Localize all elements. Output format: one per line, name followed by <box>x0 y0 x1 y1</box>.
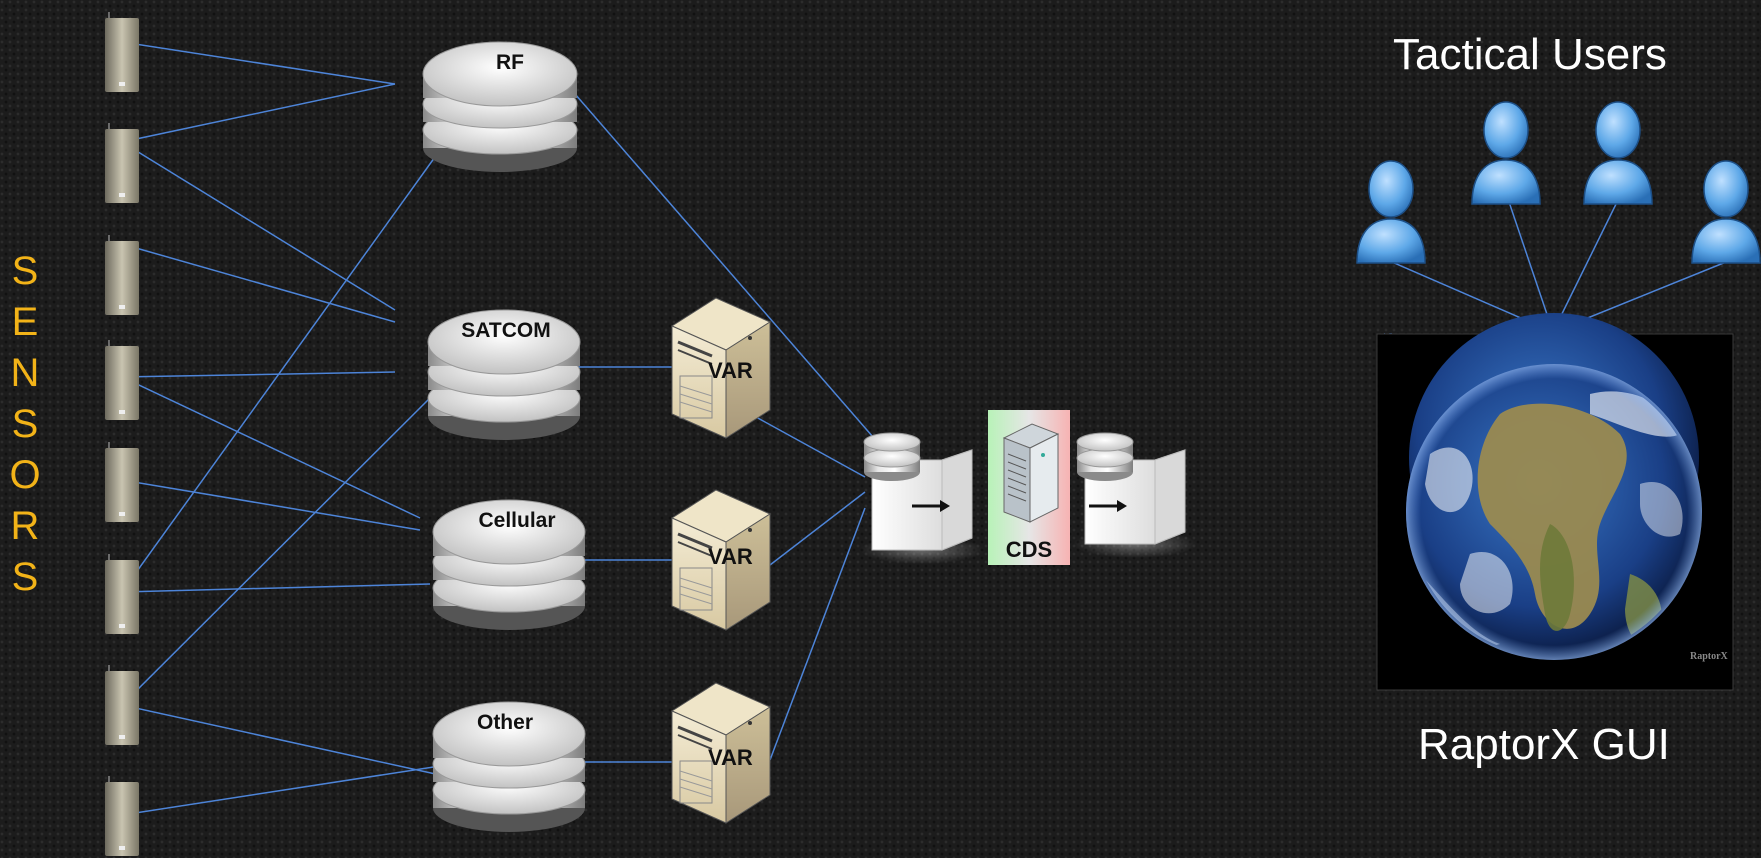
link-line <box>769 491 866 566</box>
link-line <box>121 479 421 531</box>
sensors-letter: N <box>10 351 40 395</box>
sensor-device <box>105 554 139 634</box>
user-icon <box>1691 160 1761 264</box>
user-to-gui-links <box>1391 195 1727 333</box>
link-line <box>121 243 396 323</box>
connection-lines <box>121 41 1393 816</box>
raptorx-gui-panel: RaptorX <box>1376 313 1734 691</box>
hub-label: Cellular <box>478 509 555 532</box>
user-icon <box>1471 101 1541 205</box>
var-server: VAR <box>670 489 772 631</box>
link-line <box>755 416 866 478</box>
globe-watermark: RaptorX <box>1690 651 1729 662</box>
sensors-letter: S <box>11 555 39 599</box>
var-server: VAR <box>670 297 772 439</box>
cds-label: CDS <box>1006 537 1052 562</box>
raptorx-gui-label: RaptorX GUI <box>1418 720 1670 769</box>
sensor-device <box>105 442 139 522</box>
sensors-letter: S <box>11 249 39 293</box>
link-line <box>769 507 866 761</box>
cds-guard: CDS <box>988 410 1070 565</box>
link-line <box>121 376 421 519</box>
var-label: VAR <box>708 544 753 569</box>
sensors-letter: O <box>9 453 41 497</box>
sensor-device <box>105 12 139 92</box>
link-line <box>574 93 874 438</box>
hub-label: RF <box>496 51 524 74</box>
link-line <box>121 41 396 85</box>
sensor-device <box>105 665 139 745</box>
arrow-right-icon <box>1089 500 1127 512</box>
var-label: VAR <box>708 745 753 770</box>
ingest-server <box>860 432 984 564</box>
user-icon <box>1356 160 1426 264</box>
sensor-device <box>105 776 139 856</box>
hub-label: SATCOM <box>461 319 550 342</box>
sensor-device <box>105 123 139 203</box>
sensors-letter: R <box>10 504 40 548</box>
var-label: VAR <box>708 358 753 383</box>
link-line <box>121 583 431 593</box>
database-icon <box>1076 432 1134 481</box>
database-icon <box>863 432 921 481</box>
link-line <box>121 765 441 816</box>
link-line <box>121 392 436 706</box>
hub-cellular: Cellular <box>432 499 586 630</box>
sensor-column <box>105 12 139 856</box>
sensors-letter: E <box>11 300 39 344</box>
hub-rf: RF <box>422 41 578 172</box>
sensor-device <box>105 340 139 420</box>
user-link-line <box>1506 195 1554 333</box>
cds-server-icon <box>1002 423 1060 523</box>
link-line <box>121 704 441 776</box>
sensors-vertical-label: S E N S O R S <box>8 246 42 603</box>
user-link-line <box>1552 195 1621 333</box>
tactical-users-label: Tactical Users <box>1393 30 1667 79</box>
link-line <box>121 141 396 311</box>
hub-label: Other <box>477 711 533 734</box>
output-server <box>1073 432 1197 558</box>
var-server: VAR <box>670 682 772 824</box>
link-line <box>121 149 441 593</box>
sensor-device <box>105 235 139 315</box>
user-icon <box>1583 101 1653 205</box>
sensors-letter: S <box>11 402 39 446</box>
arrow-right-icon <box>912 500 950 512</box>
hub-other: Other <box>432 701 586 832</box>
link-line <box>121 371 396 378</box>
hub-satcom: SATCOM <box>427 309 581 440</box>
link-line <box>121 83 396 143</box>
